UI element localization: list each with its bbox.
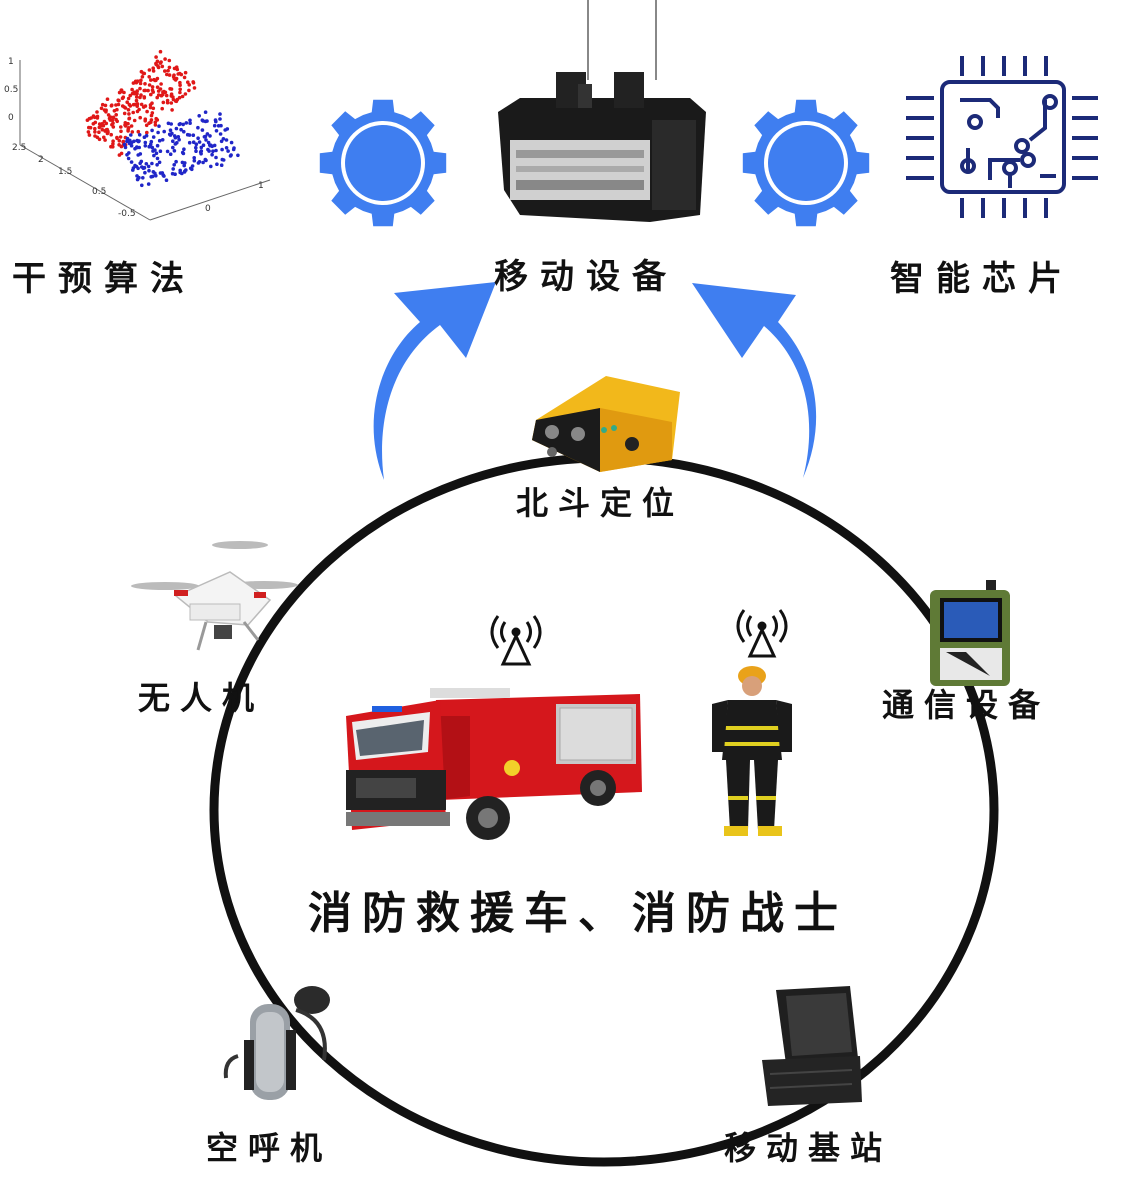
base-station-case-icon xyxy=(762,986,862,1106)
label-beidou-positioning: 北斗定位 xyxy=(516,484,685,522)
svg-text:2: 2 xyxy=(38,155,44,165)
label-mobile-base-station: 移动基站 xyxy=(724,1129,893,1167)
label-mobile-device: 移动设备 xyxy=(494,257,678,297)
gps-receiver-icon xyxy=(532,376,680,472)
scatter-plot-3d-icon: 1 0.5 0 2.5 2 1.5 0.5 -0.5 0 1 xyxy=(4,49,271,221)
svg-text:2.5: 2.5 xyxy=(12,143,26,153)
svg-text:-0.5: -0.5 xyxy=(118,209,136,219)
gear-icon xyxy=(319,99,447,227)
svg-text:0.5: 0.5 xyxy=(4,85,18,95)
label-air-respirator: 空呼机 xyxy=(206,1129,333,1167)
antenna-signal-icon xyxy=(490,615,542,666)
label-drone: 无人机 xyxy=(138,679,265,717)
svg-text:0: 0 xyxy=(8,113,14,123)
arrow-right xyxy=(692,283,817,478)
label-smart-chip: 智能芯片 xyxy=(890,259,1074,299)
radio-device-icon xyxy=(930,580,1010,686)
chip-icon xyxy=(906,56,1098,218)
antenna-signal-icon xyxy=(736,609,788,658)
svg-text:0: 0 xyxy=(205,204,211,214)
firefighter-icon xyxy=(712,666,792,836)
fire-truck-icon xyxy=(346,688,642,840)
drone-icon xyxy=(131,541,298,651)
svg-text:1: 1 xyxy=(8,57,14,67)
mobile-device-icon xyxy=(498,0,706,222)
breathing-apparatus-icon xyxy=(223,986,330,1100)
gear-icon xyxy=(742,99,870,227)
label-center-title: 消防救援车、消防战士 xyxy=(308,888,848,939)
arrow-left xyxy=(373,282,496,480)
svg-text:1.5: 1.5 xyxy=(58,167,72,177)
label-communication-device: 通信设备 xyxy=(882,686,1051,724)
cycle-circle xyxy=(209,453,999,1167)
label-intervention-algorithm: 干预算法 xyxy=(12,259,196,299)
svg-text:1: 1 xyxy=(258,181,264,191)
svg-text:0.5: 0.5 xyxy=(92,187,106,197)
